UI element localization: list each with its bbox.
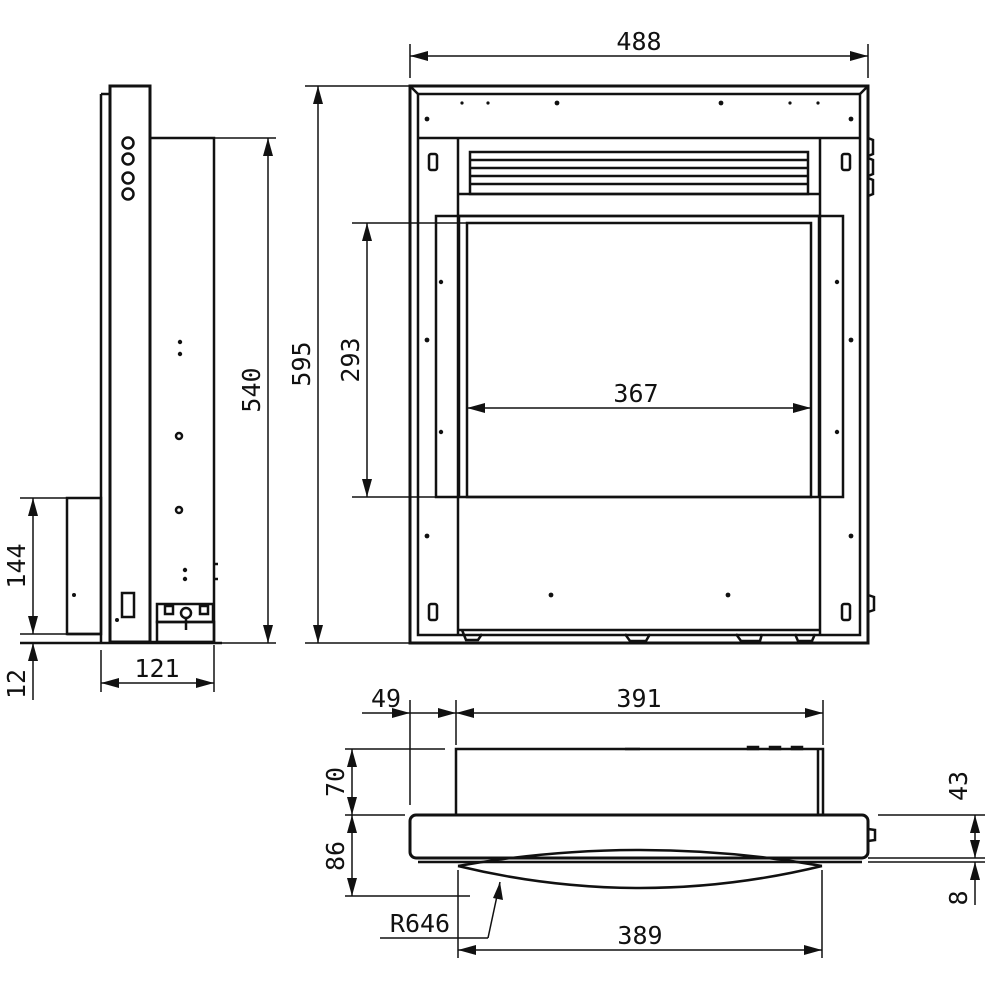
knob-icon: [121, 152, 135, 166]
dim-side-height: 540: [237, 367, 266, 412]
dim-bottom-box-height: 144: [2, 543, 31, 588]
knob-icon: [121, 187, 135, 201]
mount-slot: [840, 152, 852, 172]
knob-icon: [121, 136, 135, 150]
fire-opening: [465, 221, 813, 499]
dim-frame-depth: 86: [321, 841, 350, 871]
front-view: [408, 84, 876, 645]
mount-slot: [840, 602, 852, 622]
dim-foot-height: 12: [2, 669, 31, 699]
dimension-lines: [20, 44, 985, 958]
dim-arc-width: 389: [617, 921, 662, 950]
top-frame: [408, 813, 870, 860]
knob-icon: [121, 171, 135, 185]
dim-base-gap: 8: [944, 890, 973, 905]
dim-top-offset: 49: [371, 684, 401, 713]
dim-top-box-width: 391: [616, 684, 661, 713]
glass-frame: [434, 214, 845, 499]
dim-opening-height: 293: [336, 337, 365, 382]
dim-height-total: 595: [287, 341, 316, 386]
side-view: [20, 84, 222, 645]
vent-grille: [468, 150, 810, 196]
front-outer-frame: [408, 84, 870, 645]
dim-arc-radius: R646: [390, 909, 450, 938]
power-switch: [120, 591, 136, 619]
dim-top-box-depth: 70: [321, 767, 350, 797]
side-front-panel: [108, 84, 152, 644]
top-body: [454, 747, 825, 817]
dim-width-total: 488: [616, 27, 661, 56]
mount-slot: [427, 152, 439, 172]
top-view: [408, 745, 877, 890]
dim-opening-width: 367: [613, 379, 658, 408]
side-body: [148, 136, 216, 644]
mount-slot: [427, 602, 439, 622]
arc-base: [457, 848, 823, 868]
dim-side-depth: 121: [134, 654, 179, 683]
dim-frame-thickness: 43: [944, 771, 973, 801]
dimension-labels: 488 595 540 293 367 144 12 121 49 391 70…: [2, 27, 973, 950]
side-base-box: [65, 496, 103, 636]
